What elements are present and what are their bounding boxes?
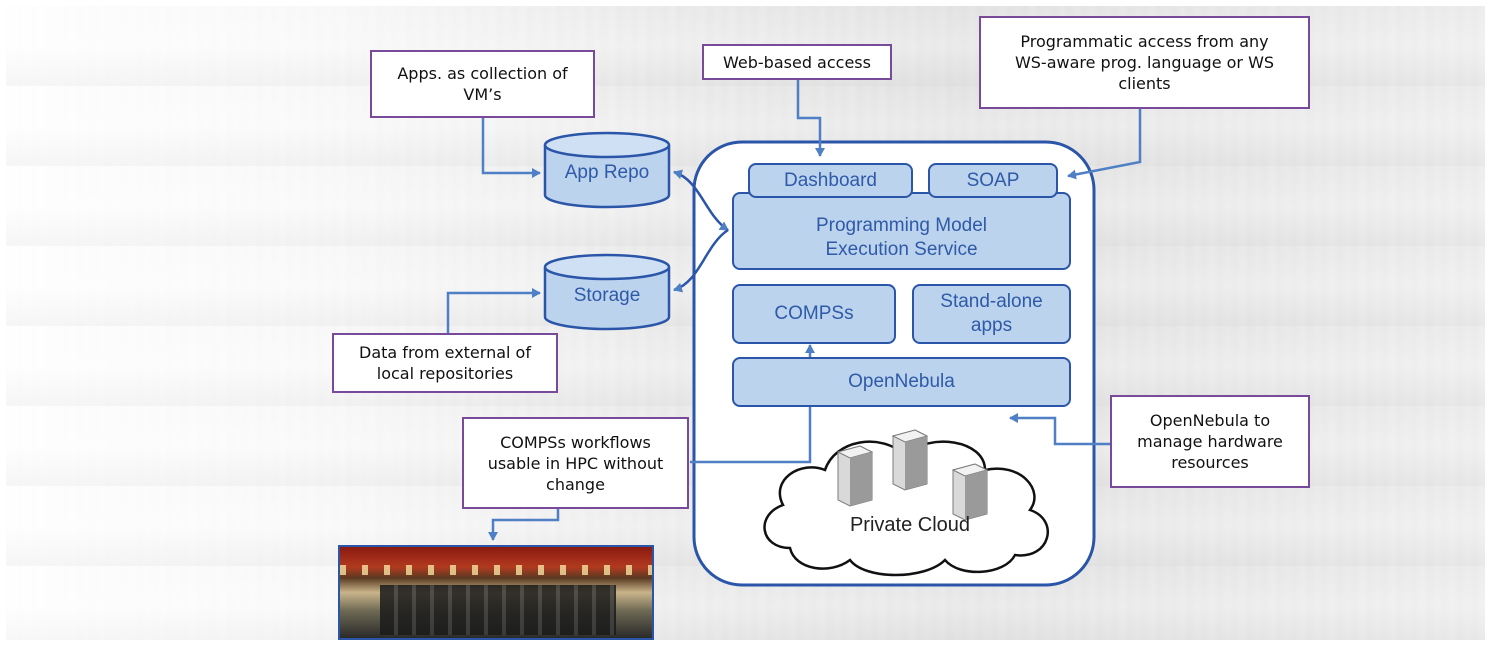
callout-web-access: Web-based access: [702, 44, 892, 80]
arrow-storage-pmes: [673, 228, 729, 293]
app-repo-label: App Repo: [564, 162, 650, 183]
arrow-web-to-dashboard: [796, 78, 825, 157]
app-repo-cylinder: [543, 131, 671, 209]
arrow-compss-to-hpc: [488, 508, 560, 541]
dashboard-box: Dashboard: [748, 163, 913, 198]
callout-programmatic-access: Programmatic access from any WS-aware pr…: [979, 16, 1310, 109]
storage-label: Storage: [573, 285, 641, 306]
storage-cylinder: [543, 253, 671, 331]
callout-opennebula-hardware: OpenNebula to manage hardware resources: [1110, 395, 1310, 488]
soap-box: SOAP: [928, 163, 1058, 198]
arrow-programmatic-to-soap: [1067, 108, 1142, 180]
compss-box: COMPSs: [732, 284, 896, 344]
standalone-apps-box: Stand-alone apps: [912, 284, 1071, 344]
private-cloud-label: Private Cloud: [849, 514, 971, 536]
arrow-external-to-storage: [446, 288, 541, 333]
hpc-supercomputer-photo: [338, 545, 654, 640]
opennebula-box: OpenNebula: [732, 357, 1071, 407]
arrow-repo-pmes: [673, 169, 729, 232]
server-icon: [951, 463, 989, 521]
callout-external-data: Data from external of local repositories: [332, 333, 558, 393]
arrow-apps-to-repo: [481, 118, 541, 178]
callout-compss-hpc: COMPSs workflows usable in HPC without c…: [462, 417, 689, 509]
callout-apps-vms: Apps. as collection of VM’s: [370, 50, 595, 118]
pmes-box: Programming Model Execution Service: [732, 192, 1071, 270]
arrow-hardware-to-opennebula: [1009, 413, 1110, 446]
server-icon: [836, 445, 874, 507]
server-icon: [891, 429, 929, 491]
